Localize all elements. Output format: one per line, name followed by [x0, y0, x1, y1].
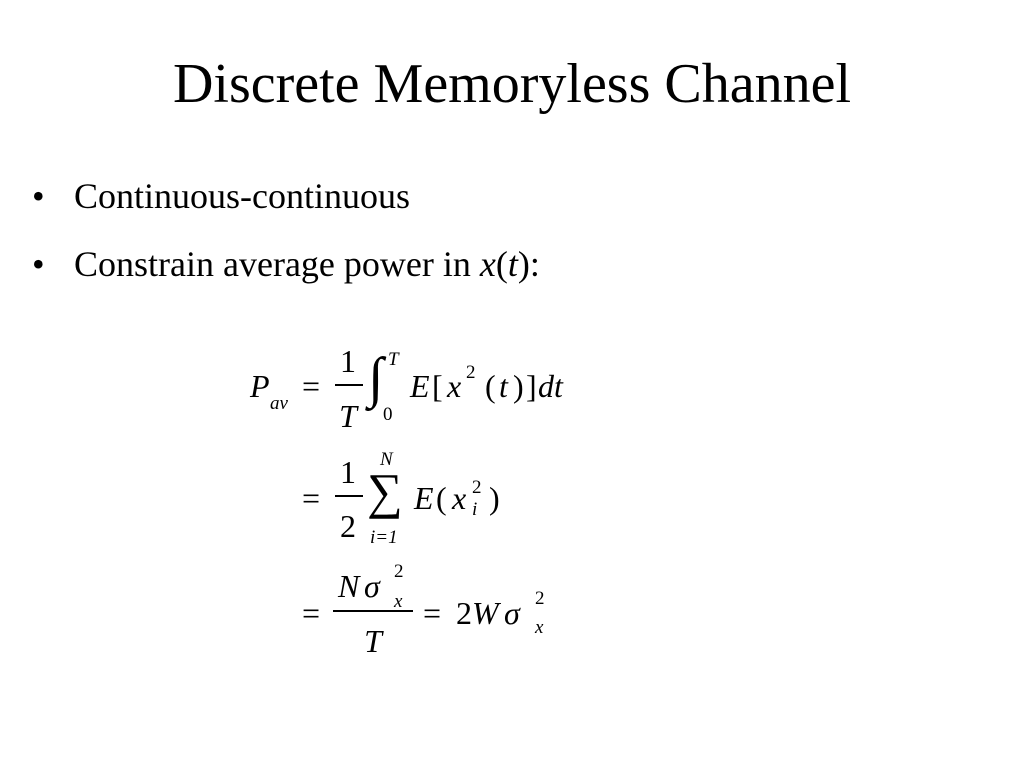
eq1-lhs-sub: av — [270, 393, 288, 414]
eq2-rparen: ) — [489, 480, 500, 516]
eq1-frac-num: 1 — [340, 343, 356, 379]
eq3-sigma: σ — [504, 595, 520, 631]
eq3-frac-bar — [333, 610, 413, 612]
eq1-sq: 2 — [466, 362, 476, 383]
eq1-equals: = — [302, 368, 321, 404]
eq1-rparen: ) — [513, 368, 524, 404]
eq3-sq: 2 — [535, 588, 545, 609]
eq3-equals-2: = — [423, 595, 442, 631]
bullet-text: Constrain average power in — [74, 244, 480, 284]
eq3-num-sq: 2 — [394, 561, 404, 582]
bullet-marker: • — [32, 244, 45, 284]
bullet-var-t: t — [507, 244, 518, 284]
bullet-paren-open: ( — [495, 244, 508, 284]
eq1-int-upper: T — [388, 349, 399, 370]
eq2-sq: 2 — [472, 477, 482, 498]
eq2-sum-upper: N — [380, 449, 393, 470]
eq2-lparen: ( — [436, 480, 447, 516]
eq3-equals: = — [302, 595, 321, 631]
eq1-frac-den: T — [339, 398, 357, 434]
eq2-frac-num: 1 — [340, 454, 356, 490]
eq1-int-lower: 0 — [383, 404, 393, 425]
eq1-lparen: ( — [485, 368, 496, 404]
eq1-integral: ∫ — [368, 347, 384, 409]
eq2-sum-lower: i=1 — [370, 527, 398, 548]
eq1-x: x — [447, 368, 462, 404]
bullet-paren-close: ): — [517, 244, 540, 284]
eq3-num-sigma: σ — [364, 568, 380, 604]
eq2-equals: = — [302, 480, 321, 516]
bullet-var-x: x — [479, 244, 496, 284]
eq3-two: 2 — [456, 595, 472, 631]
eq1-E: E — [410, 368, 430, 404]
eq3-sub: x — [535, 617, 544, 638]
bullet-item: • Constrain average power in x(t): — [32, 240, 540, 288]
eq2-E: E — [414, 480, 434, 516]
eq3-W: W — [472, 595, 499, 631]
eq2-x: x — [452, 480, 467, 516]
bullet-marker: • — [32, 176, 45, 216]
bullet-text: Continuous-continuous — [74, 176, 411, 216]
eq2-sub-i: i — [472, 499, 478, 520]
eq1-frac-bar — [335, 384, 363, 386]
eq3-frac-den: T — [364, 623, 382, 659]
eq3-num-sub: x — [394, 591, 403, 612]
slide-title: Discrete Memoryless Channel — [172, 53, 852, 115]
eq2-frac-den: 2 — [340, 508, 356, 544]
eq1-lhs: P — [250, 368, 270, 404]
eq1-lbracket: [ — [432, 368, 443, 404]
eq1-dt: dt — [538, 368, 563, 404]
eq3-num-N: N — [338, 568, 360, 604]
bullet-list: • Continuous-continuous • Constrain aver… — [32, 172, 540, 308]
bullet-item: • Continuous-continuous — [32, 172, 540, 220]
eq2-frac-bar — [335, 495, 363, 497]
eq1-t: t — [499, 368, 508, 404]
eq2-sum: ∑ — [367, 463, 403, 519]
eq1-rbracket: ] — [526, 368, 537, 404]
